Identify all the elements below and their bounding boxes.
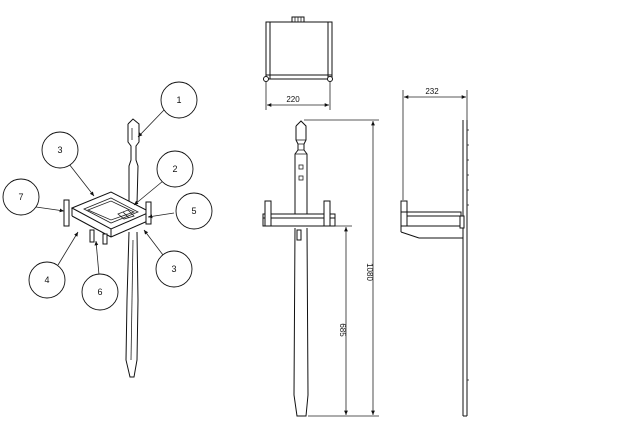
side-stake: [462, 120, 469, 417]
callout-4-label: 4: [44, 275, 49, 285]
dimension-top-width-label: 220: [286, 95, 300, 104]
callout-1-label: 1: [176, 95, 181, 105]
dimension-total-height: 1080: [304, 119, 379, 417]
callout-1: 1: [160, 81, 198, 119]
dimension-top-width: 220: [265, 82, 331, 110]
callout-7-label: 7: [18, 192, 23, 202]
callout-6-label: 6: [97, 287, 102, 297]
dimension-side-depth-label: 232: [425, 87, 439, 96]
callout-2: 2: [156, 150, 194, 188]
iso-tray: [63, 191, 152, 245]
dimension-tray-height: 685: [335, 225, 352, 415]
front-stake: [293, 120, 309, 417]
callout-7: 7: [2, 178, 40, 216]
front-tray: [262, 200, 336, 227]
callout-3-upper: 3: [41, 131, 79, 169]
iso-stake: [125, 118, 140, 378]
callout-5-label: 5: [191, 206, 196, 216]
callout-3-lower: 3: [155, 250, 193, 288]
side-view: 232: [400, 87, 469, 417]
callout-3-lower-label: 3: [171, 264, 176, 274]
dimension-side-depth: 232: [402, 87, 468, 200]
callout-5: 5: [175, 192, 213, 230]
callout-leaders: [35, 109, 175, 276]
callout-6: 6: [81, 273, 119, 311]
callout-3-upper-label: 3: [57, 145, 62, 155]
callout-4: 4: [28, 261, 66, 299]
top-view: 220: [263, 16, 333, 110]
callout-2-label: 2: [172, 164, 177, 174]
dimension-tray-height-label: 685: [338, 323, 347, 337]
front-view: 1080 685: [262, 119, 379, 417]
side-tray: [400, 200, 465, 239]
dimension-total-height-label: 1080: [365, 263, 374, 281]
isometric-view: 1 2 3 5 7 3 4 6: [2, 81, 213, 378]
